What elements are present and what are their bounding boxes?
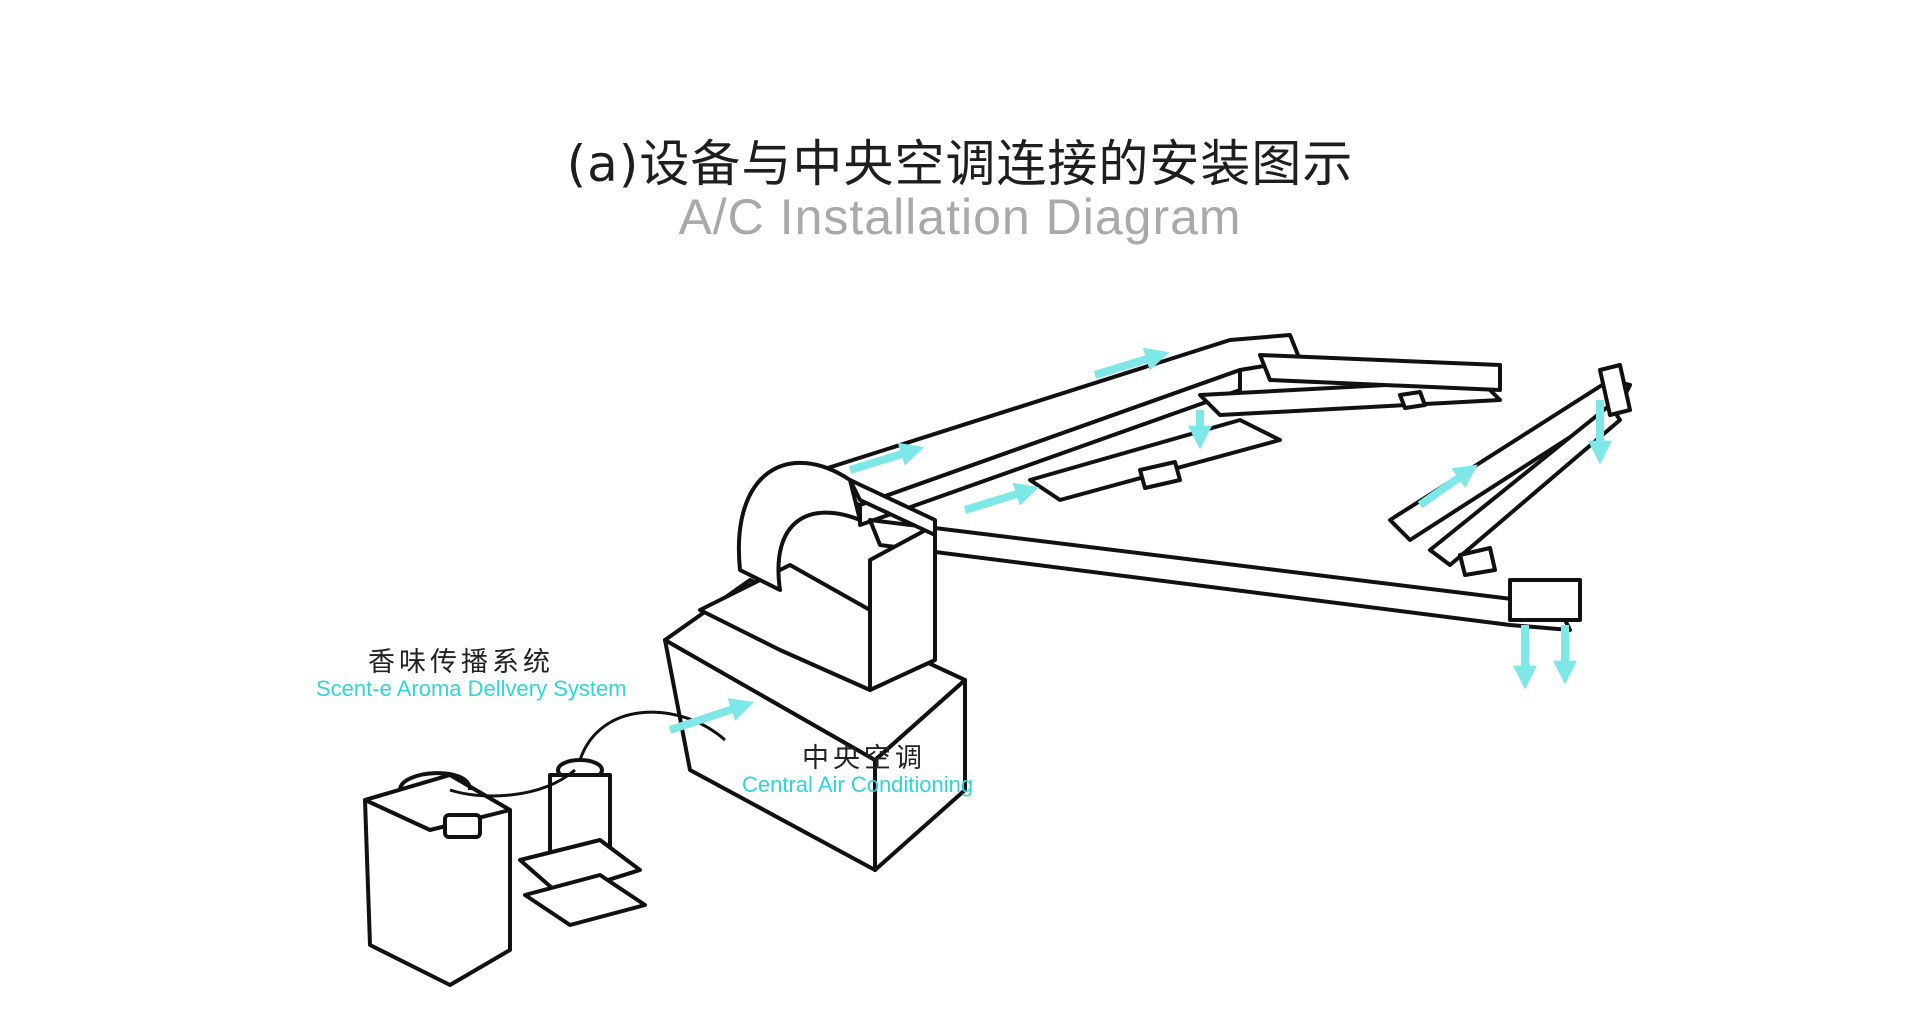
arrow-duct-4 bbox=[1417, 464, 1478, 509]
branch-duct-3 bbox=[1258, 353, 1502, 392]
label-ac-cn: 中央空调 bbox=[802, 743, 926, 774]
airflow-arrows bbox=[668, 347, 1612, 734]
aroma-display bbox=[443, 813, 482, 839]
label-aroma-en: Scent-e Aroma Dellvery System bbox=[316, 676, 627, 701]
title-english: A/C Installation Diagram bbox=[678, 189, 1242, 245]
duct-end-bottom-right bbox=[1508, 578, 1582, 622]
duct-network bbox=[788, 333, 1632, 632]
branch-duct-1 bbox=[1028, 418, 1282, 502]
label-ac-en: Central Air Conditioning bbox=[742, 772, 974, 797]
duct-joint-3 bbox=[1458, 546, 1497, 577]
hose-to-box bbox=[449, 768, 576, 798]
right-duct-lower bbox=[1428, 403, 1622, 567]
aroma-device bbox=[363, 710, 726, 987]
hose-to-ac bbox=[578, 710, 726, 761]
ac-vertical-duct bbox=[868, 523, 937, 692]
title-chinese: (a)设备与中央空调连接的安装图示 bbox=[566, 135, 1354, 193]
aroma-handle bbox=[398, 771, 472, 791]
duct-end-top-right bbox=[1598, 363, 1632, 417]
duct-joint-2 bbox=[1398, 390, 1427, 410]
duct-joint-1 bbox=[1138, 460, 1182, 490]
label-aroma-cn: 香味传播系统 bbox=[368, 647, 554, 678]
riser-duct bbox=[848, 478, 937, 537]
pump-base bbox=[523, 873, 647, 927]
pump-stand bbox=[518, 838, 642, 897]
arrow-duct-1 bbox=[848, 442, 925, 474]
arrow-duct-2 bbox=[1093, 347, 1170, 379]
arrow-duct-3 bbox=[963, 482, 1040, 514]
ac-unit bbox=[663, 461, 967, 872]
arrow-ac-intake bbox=[668, 698, 755, 734]
